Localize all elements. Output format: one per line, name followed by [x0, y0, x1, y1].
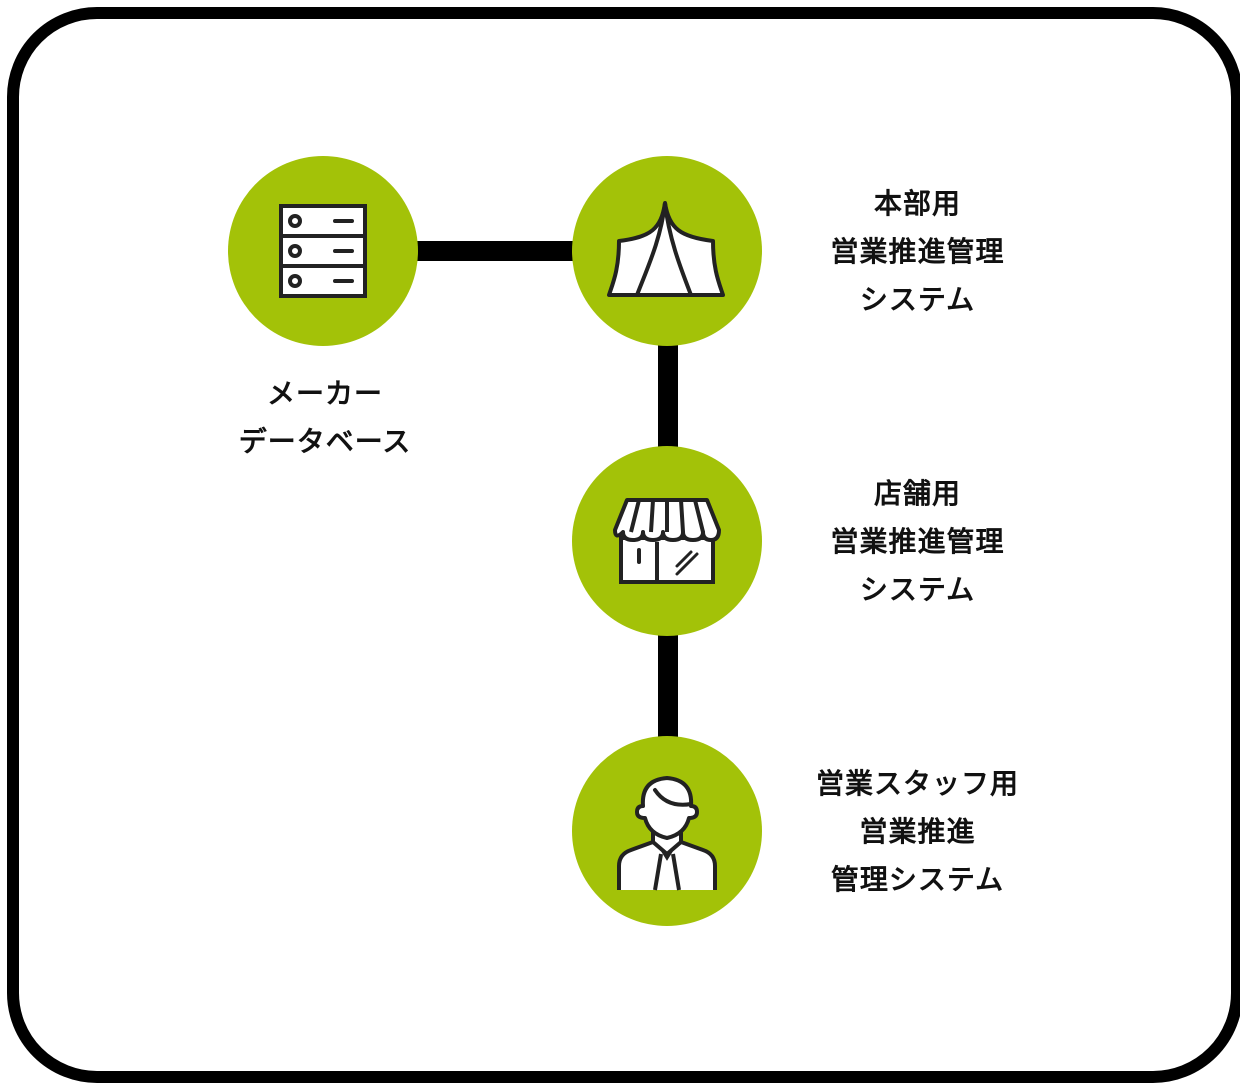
tent-icon — [607, 201, 725, 297]
label-line: 管理システム — [830, 863, 1005, 896]
label-line: メーカー — [266, 377, 383, 410]
label-headquarters-system: 本部用 営業推進管理 システム — [790, 180, 1045, 324]
edge-maker-to-headquarters — [410, 241, 580, 261]
node-maker-database — [228, 156, 418, 346]
label-store-system: 店舗用 営業推進管理 システム — [790, 470, 1045, 614]
label-line: 店舗用 — [873, 477, 961, 510]
label-line: 営業推進管理 — [830, 235, 1005, 268]
label-line: 営業スタッフ用 — [815, 767, 1019, 800]
label-line: データベース — [238, 425, 412, 458]
label-sales-staff-system: 営業スタッフ用 営業推進 管理システム — [790, 760, 1045, 904]
storefront-icon — [613, 498, 721, 584]
edge-headquarters-to-store — [658, 340, 678, 452]
label-line: 営業推進管理 — [830, 525, 1005, 558]
label-line: システム — [859, 573, 976, 606]
label-line: 営業推進 — [859, 815, 976, 848]
label-line: システム — [859, 283, 976, 316]
node-headquarters-system — [572, 156, 762, 346]
server-icon — [279, 204, 367, 298]
businessman-icon — [617, 776, 717, 894]
node-store-system — [572, 446, 762, 636]
label-line: 本部用 — [873, 187, 961, 220]
node-sales-staff-system — [572, 736, 762, 926]
label-maker-database: メーカー データベース — [200, 370, 450, 466]
edge-store-to-sales-staff — [658, 630, 678, 742]
